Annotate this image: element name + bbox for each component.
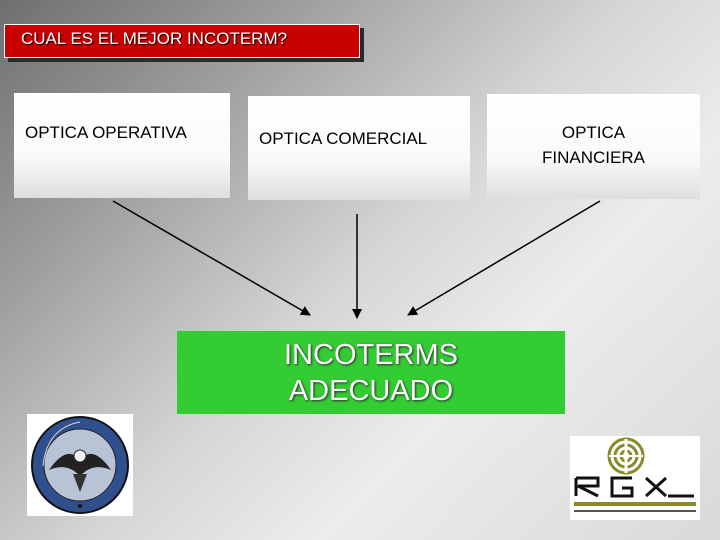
- optica-financiera-label-line1: OPTICA: [561, 123, 626, 142]
- rgx-logo: [570, 436, 700, 520]
- slide-title: CUAL ES EL MEJOR INCOTERM?: [4, 24, 360, 58]
- optica-operativa-box: OPTICA OPERATIVA: [14, 93, 230, 198]
- optica-comercial-box: OPTICA COMERCIAL: [248, 96, 470, 200]
- result-line2: ADECUADO: [288, 375, 454, 407]
- result-box: INCOTERMS ADECUADO: [177, 331, 565, 414]
- academia-logo: [27, 414, 133, 516]
- result-line1: INCOTERMS: [284, 339, 458, 371]
- optica-comercial-label: OPTICA COMERCIAL: [259, 129, 428, 148]
- arrow-operativa: [112, 200, 311, 316]
- optica-operativa-label: OPTICA OPERATIVA: [25, 123, 187, 142]
- arrow-financiera: [407, 200, 601, 316]
- optica-financiera-box: OPTICA FINANCIERA: [487, 94, 700, 199]
- optica-financiera-label-line2: FINANCIERA: [542, 148, 645, 167]
